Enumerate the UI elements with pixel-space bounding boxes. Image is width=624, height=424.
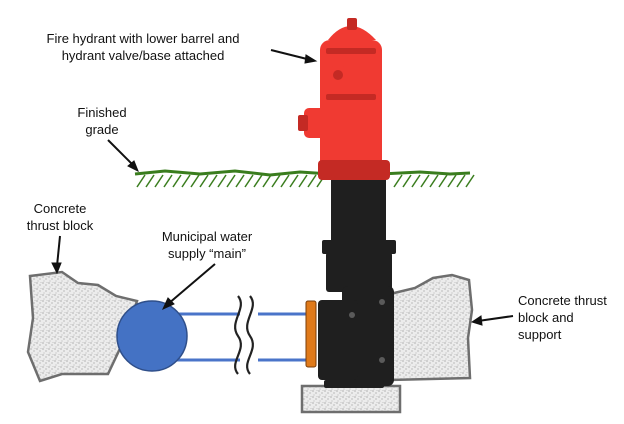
grade-hatch-mark [208,174,218,188]
grade-hatch-mark [280,174,290,188]
grade-hatch-mark [289,174,299,188]
pipe-break-symbol [234,295,254,375]
label-concrete-thrust-block-right: Concrete thrust block and support [518,293,607,342]
grade-hatch-mark [393,174,403,188]
grade-hatch-mark [136,174,146,188]
grade-hatch-mark [447,174,457,188]
grade-hatch-mark [172,174,182,188]
grade-hatch-mark [190,174,200,188]
label-finished-grade: Finished grade [77,105,127,137]
arrow-grade [107,139,139,173]
pipe-flange [305,300,317,368]
grade-hatch-mark [181,174,191,188]
grade-hatch-mark [262,174,272,188]
grade-hatch-mark [253,174,263,188]
grade-hatch-mark [411,174,421,188]
grade-hatch-mark [456,174,466,188]
concrete-support-base [300,384,402,414]
grade-hatch-mark [154,174,164,188]
finished-grade-line [134,169,475,188]
grade-hatch-mark [438,174,448,188]
grade-hatch-mark [402,174,412,188]
grade-hatch-mark [226,174,236,188]
label-hydrant: Fire hydrant with lower barrel and hydra… [46,31,240,63]
grade-hatch-mark [145,174,155,188]
grade-hatch-mark [271,174,281,188]
arrow-thrust-left [51,235,62,275]
grade-hatching [136,174,475,188]
arrow-thrust-right [470,315,514,326]
label-municipal-water-main: Municipal water supply “main” [161,229,253,261]
water-main-end-view [116,300,188,372]
grade-hatch-mark [163,174,173,188]
fire-hydrant-upper [298,18,390,180]
hydrant-lower-barrel [318,166,396,388]
grade-hatch-mark [307,174,317,188]
grade-hatch-mark [429,174,439,188]
concrete-thrust-block-right [388,273,474,382]
grade-hatch-mark [298,174,308,188]
grade-hatch-mark [235,174,245,188]
label-concrete-thrust-block-left: Concrete thrust block [26,201,94,233]
arrow-main [161,263,216,311]
grade-hatch-mark [199,174,209,188]
grade-hatch-mark [217,174,227,188]
grade-hatch-mark [465,174,475,188]
arrow-hydrant [270,49,318,64]
grade-hatch-mark [420,174,430,188]
grade-hatch-mark [244,174,254,188]
leader-arrows [51,49,514,326]
